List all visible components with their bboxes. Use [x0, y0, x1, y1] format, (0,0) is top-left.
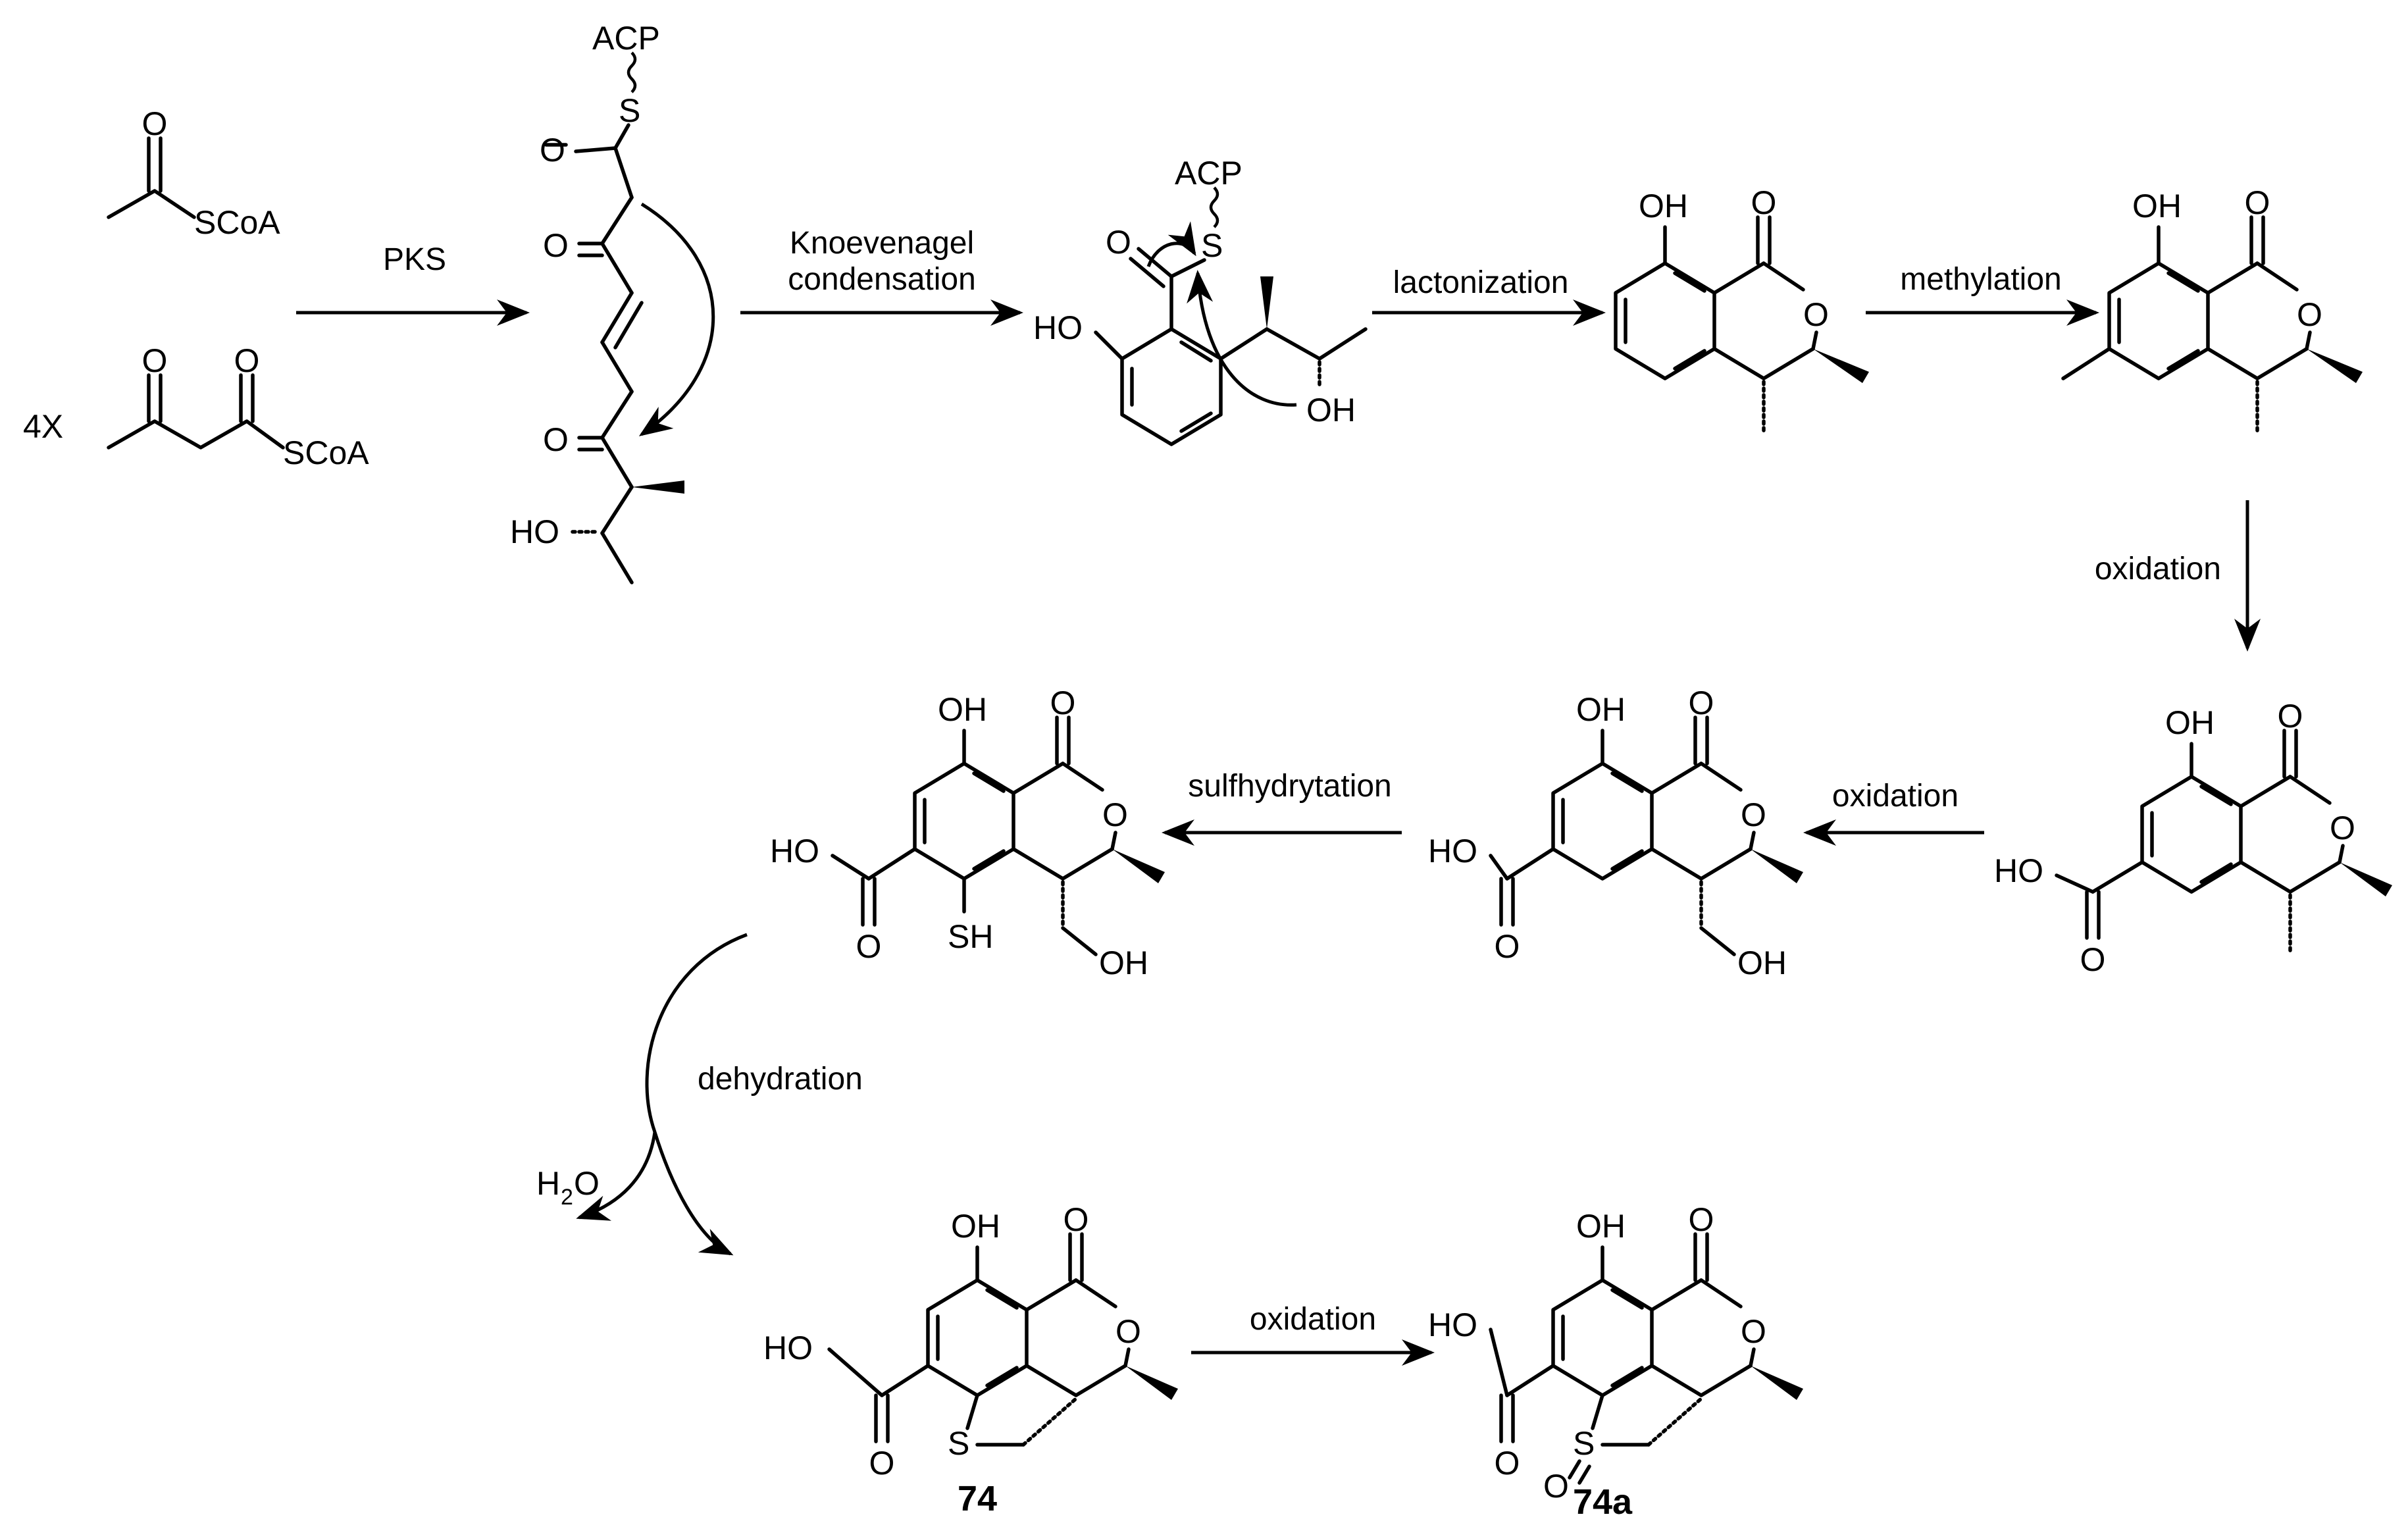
- atom-o: O: [856, 928, 882, 965]
- lactonization-label: lactonization: [1393, 265, 1569, 300]
- dihydroisocoumarin-1: OH O O: [1614, 184, 1869, 436]
- atom-oh: OH: [1306, 392, 1356, 428]
- atom-o: O: [1543, 1468, 1569, 1505]
- polyketide-chain: ACP S O O O HO: [510, 20, 715, 584]
- methylation-step: methylation: [1866, 262, 2099, 326]
- atom-o: O: [1689, 685, 1714, 721]
- sulfhydrylation-label: sulfhydrytation: [1188, 769, 1392, 804]
- atom-o: O: [2278, 698, 2303, 735]
- acid-lactone-2: OH HO O O O OH: [1428, 685, 1803, 981]
- compound-74a-label: 74a: [1573, 1482, 1633, 1522]
- atom-oh: OH: [2165, 704, 2215, 741]
- atom-o: O: [1106, 224, 1131, 261]
- knoevenagel-label-1: Knoevenagel: [790, 226, 974, 261]
- oxidation-step-2: oxidation: [1803, 779, 1984, 846]
- atom-o: O: [1495, 1445, 1520, 1482]
- compound-74-label: 74: [958, 1479, 997, 1518]
- atom-o: O: [540, 132, 565, 168]
- oxidation-label-3: oxidation: [1250, 1302, 1376, 1337]
- atom-s: S: [948, 1425, 969, 1462]
- atom-o: O: [1050, 685, 1076, 721]
- lactonization-step: lactonization: [1372, 265, 1606, 326]
- atom-oh: OH: [1737, 944, 1787, 981]
- atom-oh: OH: [951, 1208, 1000, 1245]
- atom-ho: HO: [1428, 1306, 1477, 1343]
- pks-label: PKS: [383, 242, 446, 277]
- knoevenagel-label-2: condensation: [788, 262, 976, 297]
- atom-o: O: [1495, 928, 1520, 965]
- acetyl-coa: O SCoA: [107, 105, 280, 241]
- atom-o: O: [2297, 296, 2322, 333]
- atom-oh: OH: [1576, 1208, 1626, 1245]
- atom-ho: HO: [763, 1330, 813, 1366]
- oxidation-step-1: oxidation: [2095, 500, 2261, 652]
- atom-s: S: [619, 92, 640, 129]
- dehydration-label: dehydration: [698, 1062, 863, 1097]
- atom-acp: ACP: [1175, 155, 1242, 192]
- atom-oh: OH: [1576, 691, 1626, 728]
- methylation-label: methylation: [1900, 262, 2061, 297]
- atom-o: O: [142, 105, 168, 142]
- compound-74: OH HO O O O S 74: [763, 1201, 1178, 1518]
- dihydroisocoumarin-2: OH O O: [2061, 184, 2363, 436]
- water-o: O: [574, 1165, 600, 1202]
- atom-o: O: [2330, 810, 2355, 846]
- atom-o: O: [2080, 941, 2106, 978]
- atom-s: S: [1573, 1425, 1595, 1462]
- atom-ho: HO: [1033, 309, 1083, 346]
- atom-o: O: [142, 342, 168, 379]
- sulfhydrylation-step: sulfhydrytation: [1162, 769, 1402, 846]
- atom-o: O: [1063, 1201, 1089, 1238]
- water-h: H: [536, 1165, 560, 1202]
- acetyl-scoa-label: SCoA: [194, 204, 280, 241]
- atom-oh: OH: [1099, 944, 1148, 981]
- multiplier-label: 4X: [23, 408, 63, 445]
- atom-acp: ACP: [592, 20, 660, 57]
- oxidation-step-3: oxidation: [1191, 1302, 1435, 1366]
- atom-o: O: [869, 1445, 895, 1482]
- atom-oh: OH: [2132, 188, 2182, 224]
- atom-ho: HO: [770, 833, 819, 869]
- atom-o: O: [2245, 184, 2270, 221]
- atom-o: O: [1741, 1313, 1766, 1350]
- atom-oh: OH: [938, 691, 987, 728]
- atom-ho: HO: [1994, 852, 2043, 889]
- atom-o: O: [1751, 184, 1777, 221]
- atom-o: O: [1741, 796, 1766, 833]
- atom-oh: OH: [1639, 188, 1688, 224]
- acid-lactone-1: OH HO O O O: [1994, 698, 2392, 978]
- atom-o: O: [1689, 1201, 1714, 1238]
- malonyl-scoa-label: SCoA: [283, 434, 369, 471]
- atom-ho: HO: [510, 513, 559, 550]
- oxidation-label-1: oxidation: [2095, 552, 2221, 586]
- atom-s: S: [1201, 227, 1223, 264]
- malonyl-coa: 4X O O SCoA: [23, 342, 369, 471]
- water-subscript: 2: [561, 1185, 573, 1210]
- dehydration-step: dehydration H 2 O: [536, 933, 863, 1256]
- atom-o: O: [543, 421, 569, 458]
- knoevenagel-step: Knoevenagel condensation: [740, 226, 1023, 326]
- atom-sh: SH: [948, 918, 993, 955]
- atom-ho: HO: [1428, 833, 1477, 869]
- oxidation-label-2: oxidation: [1832, 779, 1959, 814]
- pks-step: PKS: [296, 242, 530, 326]
- atom-o: O: [234, 342, 260, 379]
- aromatic-thioester: ACP S O HO OH: [1033, 155, 1368, 446]
- atom-o: O: [1102, 796, 1128, 833]
- atom-o: O: [1115, 1313, 1141, 1350]
- thiol-acid-lactone: OH HO O SH O O OH: [770, 685, 1165, 981]
- atom-o: O: [1803, 296, 1829, 333]
- atom-o: O: [543, 227, 569, 264]
- compound-74a: OH HO O O O S O 74a: [1428, 1201, 1803, 1522]
